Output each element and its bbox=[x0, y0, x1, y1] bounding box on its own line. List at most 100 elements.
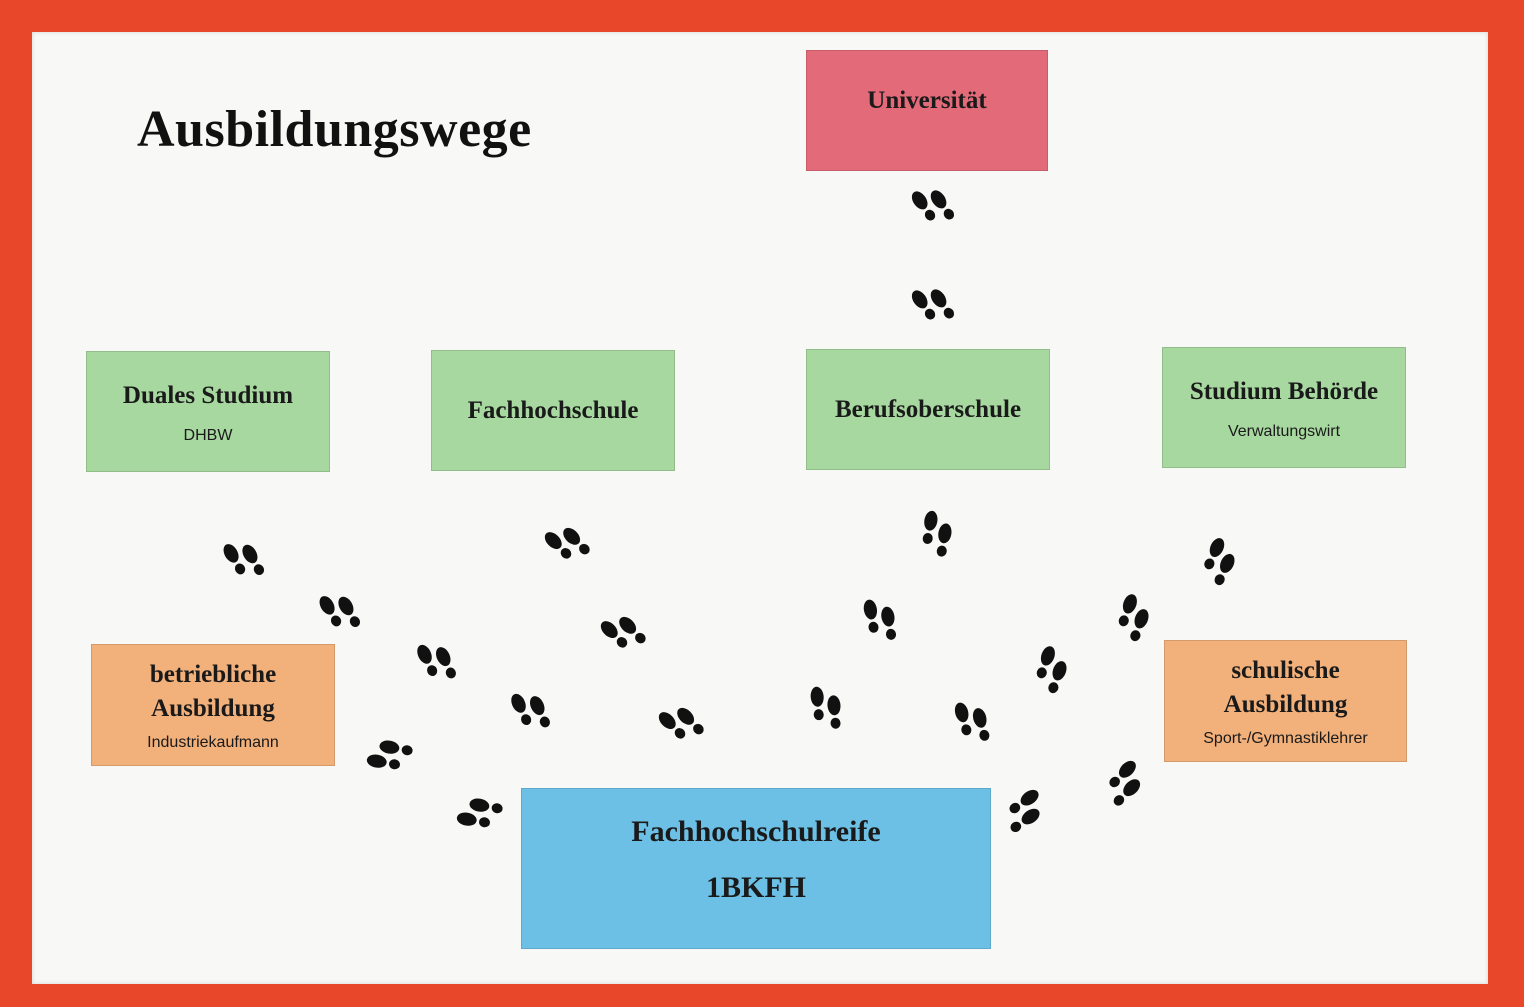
shoe-sole-icon bbox=[1123, 779, 1141, 797]
footprints-icon bbox=[223, 544, 265, 575]
node-sublabel: 1BKFH bbox=[705, 870, 806, 904]
node-berufsoberschule: Berufsoberschule bbox=[806, 349, 1050, 470]
node-sublabel: Industriekaufmann bbox=[147, 734, 279, 751]
node-fachhochschule: Fachhochschule bbox=[431, 350, 675, 471]
shoe-heel-icon bbox=[1036, 667, 1047, 679]
shoe-sole-icon bbox=[319, 596, 335, 615]
shoe-heel-icon bbox=[943, 208, 955, 220]
node-sublabel: DHBW bbox=[183, 426, 233, 444]
diagram-title: Ausbildungswege bbox=[137, 101, 532, 158]
footprints-icon bbox=[954, 702, 990, 741]
shoe-sole-icon bbox=[242, 544, 258, 564]
shoe-heel-icon bbox=[943, 307, 955, 319]
shoe-sole-icon bbox=[911, 191, 928, 210]
shoe-sole-icon bbox=[827, 695, 841, 716]
node-fachhochschulreife: Fachhochschulreife 1BKFH bbox=[521, 788, 991, 949]
shoe-heel-icon bbox=[253, 564, 265, 575]
shoe-sole-icon bbox=[924, 510, 938, 531]
shoe-sole-icon bbox=[456, 812, 477, 826]
shoe-heel-icon bbox=[579, 543, 590, 555]
shoe-sole-icon bbox=[366, 754, 387, 768]
node-label: schulische Ausbildung bbox=[1223, 657, 1348, 718]
shoe-sole-icon bbox=[954, 702, 969, 723]
shoe-sole-icon bbox=[810, 686, 824, 707]
shoe-heel-icon bbox=[1109, 776, 1120, 788]
shoe-sole-icon bbox=[530, 696, 545, 716]
shoe-heel-icon bbox=[330, 615, 342, 627]
footprints-icon bbox=[600, 616, 646, 648]
footprints-icon bbox=[456, 798, 503, 828]
footprints-icon bbox=[911, 289, 955, 320]
shoe-heel-icon bbox=[1113, 795, 1125, 806]
shoe-heel-icon bbox=[234, 563, 246, 575]
shoe-sole-icon bbox=[1118, 760, 1136, 778]
shoe-heel-icon bbox=[936, 545, 947, 557]
footprints-icon bbox=[544, 527, 590, 559]
shoe-heel-icon bbox=[1010, 821, 1022, 833]
shoe-heel-icon bbox=[693, 723, 704, 735]
shoe-sole-icon bbox=[436, 647, 451, 667]
shoe-sole-icon bbox=[511, 693, 526, 713]
footprints-icon bbox=[366, 740, 413, 770]
shoe-heel-icon bbox=[427, 665, 438, 677]
shoe-sole-icon bbox=[911, 290, 928, 309]
shoe-sole-icon bbox=[881, 606, 895, 627]
shoe-heel-icon bbox=[616, 637, 628, 648]
shoe-heel-icon bbox=[1048, 682, 1059, 694]
shoe-heel-icon bbox=[389, 759, 400, 770]
shoe-heel-icon bbox=[491, 803, 503, 814]
shoe-heel-icon bbox=[868, 621, 879, 633]
shoe-heel-icon bbox=[349, 616, 361, 627]
node-sublabel: Sport-/Gymnastiklehrer bbox=[1203, 730, 1368, 747]
footprints-icon bbox=[658, 707, 704, 739]
shoe-heel-icon bbox=[674, 728, 686, 739]
node-duales-studium: Duales Studium DHBW bbox=[86, 351, 330, 472]
shoe-heel-icon bbox=[445, 667, 456, 679]
node-schulische-ausbildung: schulische Ausbildung Sport-/Gymnastikle… bbox=[1164, 640, 1407, 762]
shoe-heel-icon bbox=[924, 209, 936, 221]
shoe-heel-icon bbox=[1214, 574, 1225, 586]
node-sublabel: Verwaltungswirt bbox=[1227, 422, 1341, 440]
shoe-sole-icon bbox=[972, 708, 987, 728]
node-label: betriebliche Ausbildung bbox=[149, 661, 277, 722]
shoe-sole-icon bbox=[619, 616, 637, 634]
shoe-sole-icon bbox=[1134, 609, 1149, 629]
footprints-icon bbox=[1036, 646, 1067, 694]
node-label: Berufsoberschule bbox=[834, 395, 1022, 423]
shoe-sole-icon bbox=[417, 644, 432, 664]
shoe-sole-icon bbox=[469, 798, 490, 812]
shoe-heel-icon bbox=[979, 729, 990, 741]
node-label: Fachhochschule bbox=[467, 396, 639, 424]
footprints-icon bbox=[1204, 538, 1235, 586]
footprints-icon bbox=[911, 190, 955, 221]
shoe-sole-icon bbox=[1052, 661, 1067, 681]
shoe-sole-icon bbox=[677, 707, 695, 725]
shoe-heel-icon bbox=[560, 548, 572, 559]
node-label: Studium Behörde bbox=[1189, 377, 1379, 405]
shoe-heel-icon bbox=[813, 709, 824, 721]
footprints-icon bbox=[810, 686, 841, 729]
shoe-sole-icon bbox=[1220, 553, 1235, 573]
node-label: Universität bbox=[867, 86, 987, 114]
shoe-sole-icon bbox=[1021, 808, 1040, 825]
shoe-sole-icon bbox=[863, 599, 878, 620]
shoe-heel-icon bbox=[1118, 615, 1129, 627]
shoe-heel-icon bbox=[924, 308, 936, 320]
shoe-sole-icon bbox=[379, 740, 400, 754]
shoe-sole-icon bbox=[658, 712, 676, 730]
shoe-sole-icon bbox=[1209, 538, 1225, 558]
shoe-sole-icon bbox=[563, 527, 581, 545]
shoe-sole-icon bbox=[1040, 646, 1055, 666]
footprints-icon bbox=[1118, 594, 1149, 642]
node-label: Duales Studium bbox=[122, 381, 294, 409]
footprints-icon bbox=[511, 693, 550, 728]
shoe-sole-icon bbox=[600, 621, 618, 639]
shoe-heel-icon bbox=[635, 632, 646, 644]
shoe-heel-icon bbox=[401, 745, 413, 756]
shoe-sole-icon bbox=[544, 532, 562, 550]
shoe-heel-icon bbox=[479, 817, 490, 828]
footprints-icon bbox=[417, 644, 456, 679]
shoe-sole-icon bbox=[938, 523, 952, 544]
footprints-icon bbox=[922, 510, 952, 557]
